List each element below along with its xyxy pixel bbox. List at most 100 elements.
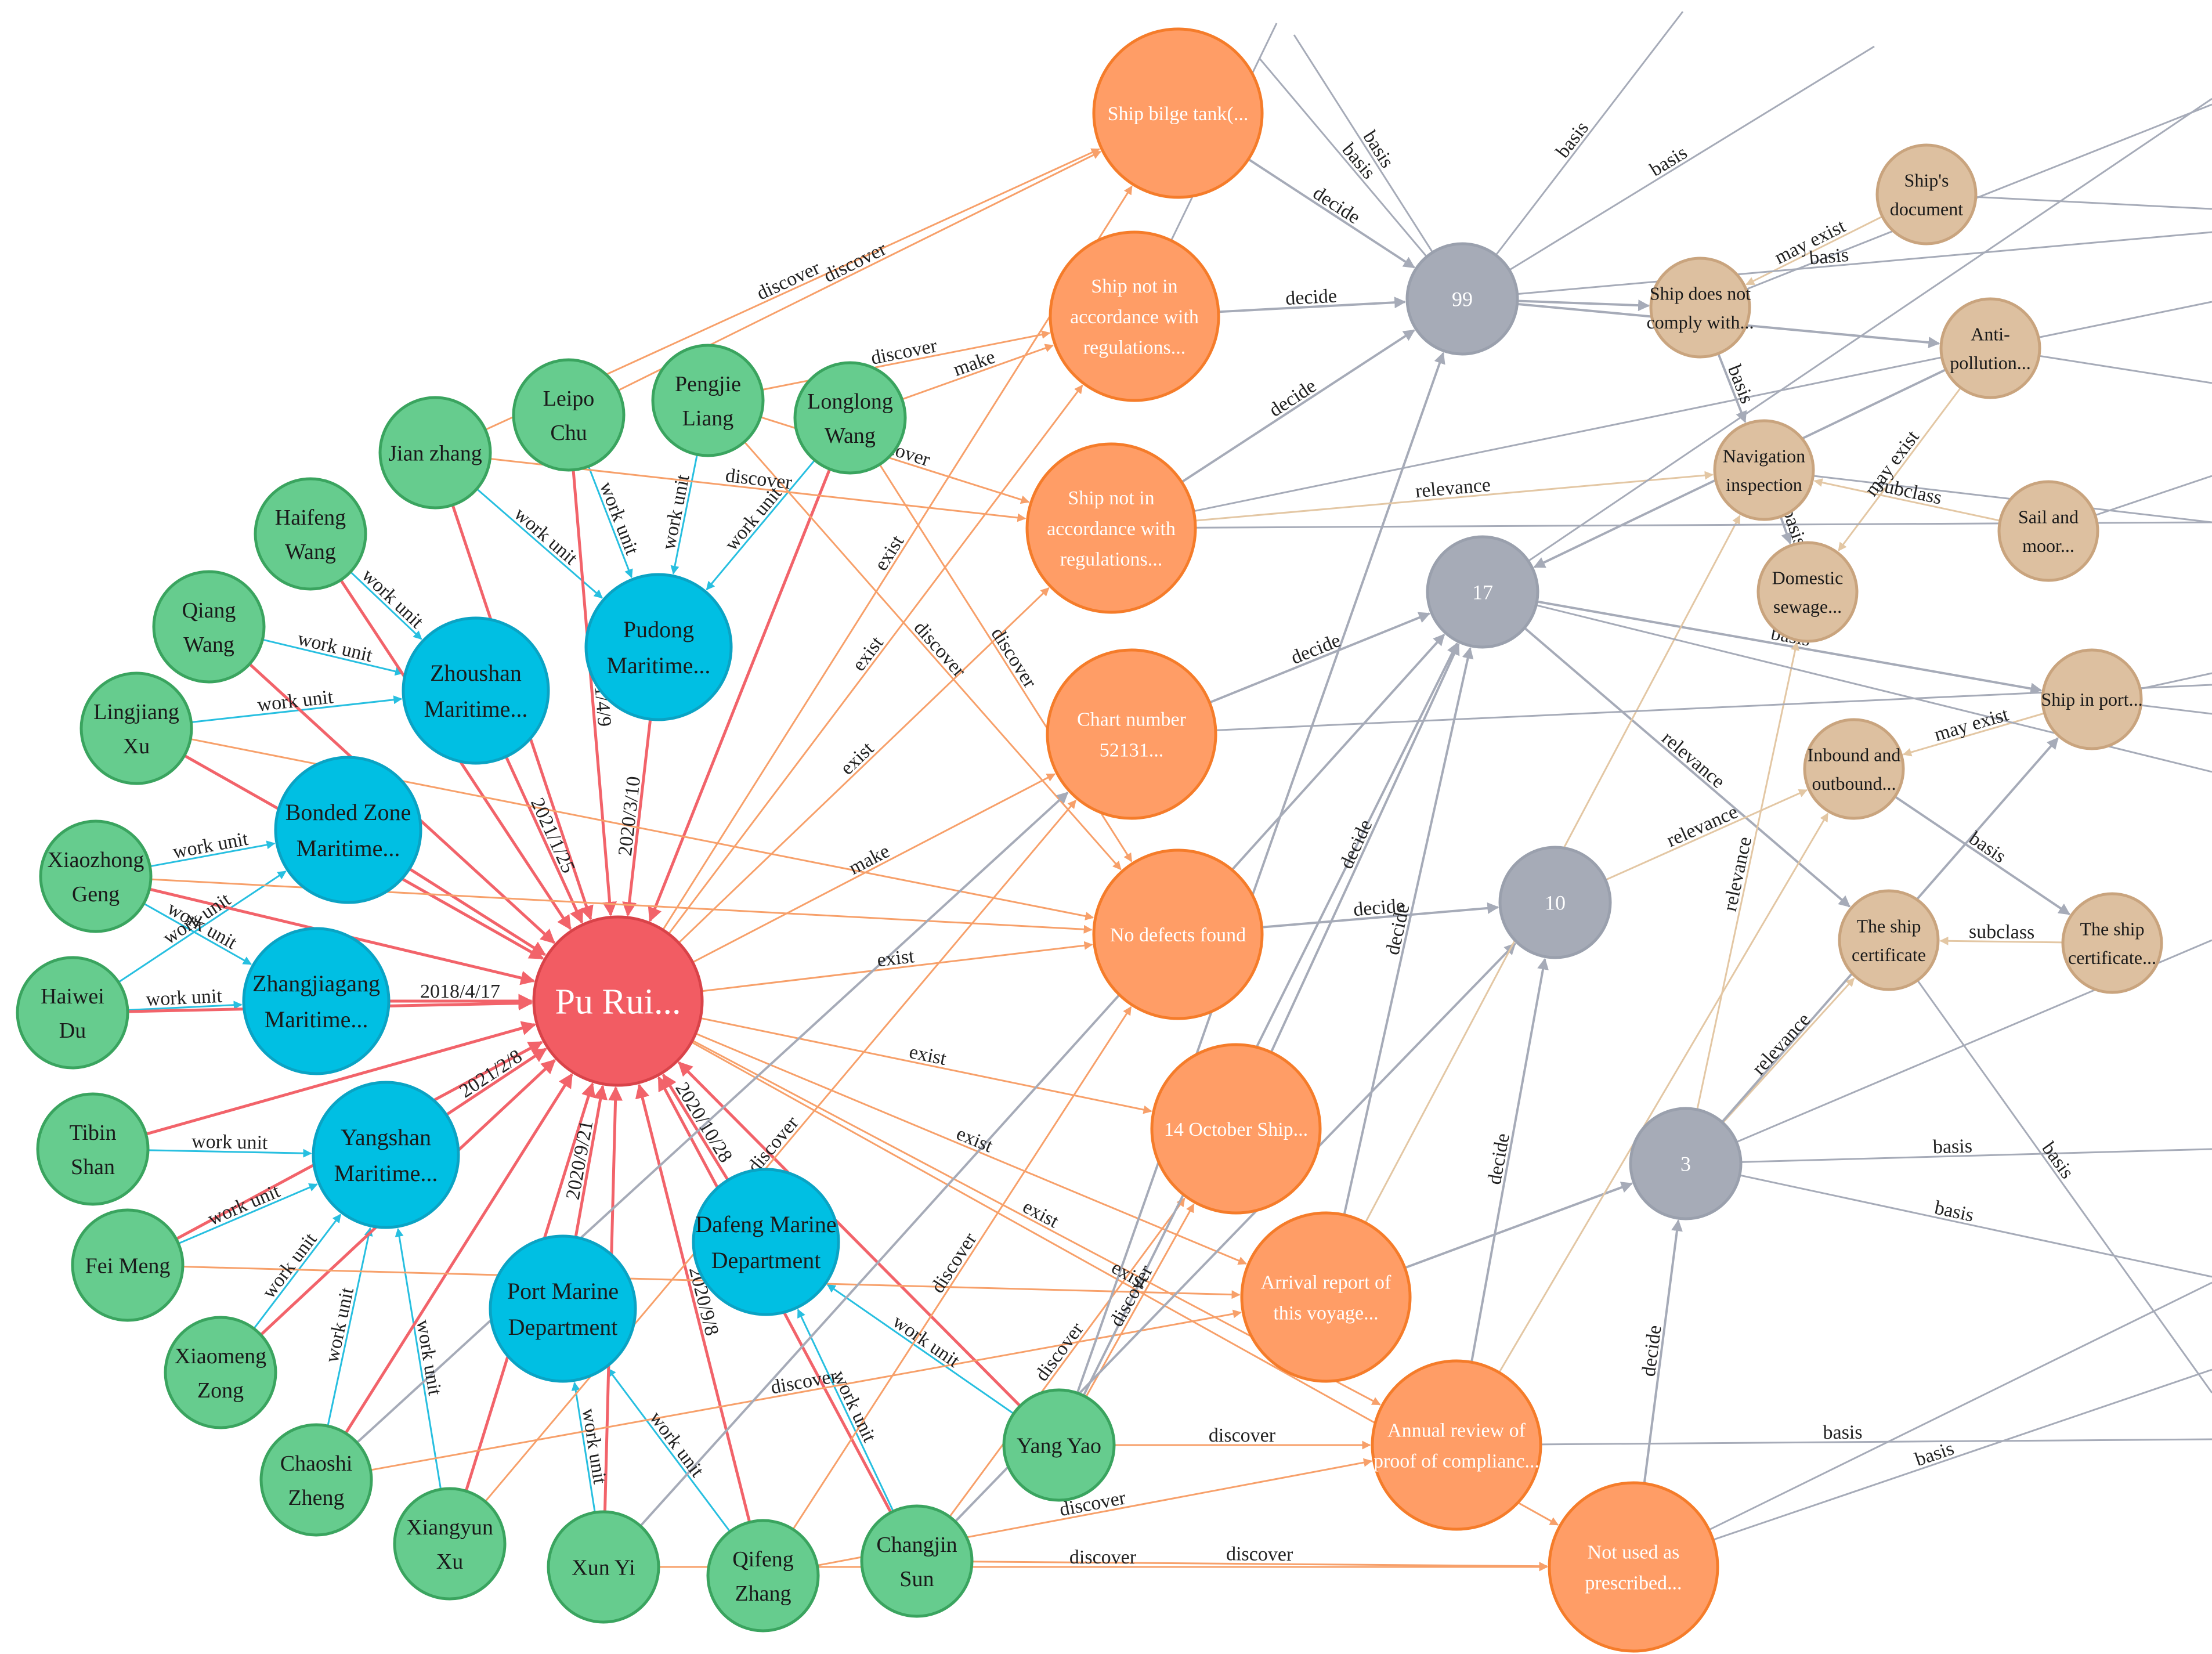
node-oct14[interactable]: 14 October Ship... [1150,1043,1322,1215]
edge-yangyao-to-oct14[interactable] [1085,1203,1195,1397]
edge-yangyao-to-dafeng[interactable] [826,1284,1014,1415]
edge-n3-outgoing[interactable] [1740,1148,2212,1163]
edge-longlong-to-pu_rui[interactable] [648,468,832,922]
node-xunyi[interactable]: Xun Yi [547,1510,660,1624]
org-node-circle[interactable] [692,1168,840,1316]
org-node-circle[interactable] [489,1234,637,1383]
event-node-circle[interactable] [1371,1359,1542,1531]
event-node-circle[interactable] [1092,27,1264,199]
edge-zhoushan-to-pu_rui[interactable] [504,756,584,924]
edge-bonded-to-pu_rui[interactable] [409,867,547,956]
person-node-circle[interactable] [393,1487,507,1601]
edge-changjin-to-oct14[interactable] [949,1197,1185,1518]
concept-node-circle[interactable] [1803,718,1905,820]
edge-chaoshi-to-pu_rui[interactable] [344,1072,573,1434]
node-zhoushan[interactable]: ZhoushanMaritime... [402,616,550,765]
person-node-circle[interactable] [706,1519,820,1633]
edge-annual-to-n10[interactable] [1470,958,1549,1363]
edge-longlong-to-pudong[interactable] [706,459,816,591]
edge-n17-outgoing[interactable] [1527,97,2212,562]
edge-longlong-to-notacc1[interactable] [901,344,1054,400]
edge-shipcert2-to-shipcert[interactable] [1939,936,2063,945]
edge-notcomply-to-navinsp[interactable] [1717,353,1747,424]
person-node-circle[interactable] [164,1316,277,1429]
edge-xiaozhong-to-bonded[interactable] [150,840,276,868]
edge-shipinport-outgoing[interactable] [2139,672,2212,690]
node-n17[interactable]: 17 [1426,535,1539,649]
node-yangshan[interactable]: YangshanMaritime... [312,1081,460,1229]
edge-port_marine-to-pu_rui[interactable] [574,1085,608,1238]
person-node-circle[interactable] [16,956,129,1070]
edge-tibin-to-yangshan[interactable] [147,1149,312,1158]
org-node-circle[interactable] [402,616,550,765]
org-node-circle[interactable] [312,1081,460,1229]
concept-node-circle[interactable] [2061,892,2163,994]
edge-tibin-to-pu_rui[interactable] [145,1021,536,1136]
event-node-circle[interactable] [1025,442,1197,614]
edge-notcomply-outgoing[interactable] [1745,103,2212,291]
edge-pu_rui-to-arrival[interactable] [695,1032,1247,1265]
edge-inbound-to-shipcert2[interactable] [1894,795,2070,915]
person-node-circle[interactable] [79,671,193,785]
stat-node-circle[interactable] [1426,535,1539,649]
node-inbound[interactable]: Inbound andoutbound... [1803,718,1905,820]
person-node-circle[interactable] [512,358,626,472]
edge-qifeng-to-pu_rui[interactable] [635,1084,751,1523]
edge-annual-outgoing[interactable] [1540,1438,2212,1446]
edge-haiwei-to-zhangjiagang[interactable] [127,1001,243,1011]
edge-pu_rui-to-nodefects[interactable] [701,941,1093,992]
edge-pu_rui-to-notacc2[interactable] [678,587,1050,944]
edge-changjin-to-dafeng[interactable] [797,1309,894,1512]
edge-bilge-to-n99[interactable] [1248,158,1415,269]
center-node-circle[interactable] [532,915,704,1087]
edge-pu_rui-to-chart[interactable] [692,773,1056,963]
edge-n99-outgoing[interactable] [1258,57,1427,258]
stat-node-circle[interactable] [1498,846,1612,959]
node-jianzhang[interactable]: Jian zhang [378,396,492,510]
edge-xunyi-to-port_marine[interactable] [571,1381,596,1513]
edge-shipinport-outgoing[interactable] [2141,704,2212,715]
person-node-circle[interactable] [259,1423,373,1537]
event-node-circle[interactable] [1046,648,1217,820]
edge-notacc1-to-n99[interactable] [1218,297,1407,313]
edge-xiangyun-to-chart[interactable] [485,799,1077,1503]
person-node-circle[interactable] [71,1208,185,1322]
org-node-circle[interactable] [242,927,391,1075]
edge-sailmoor-outgoing[interactable] [2095,475,2212,517]
edge-leipo-to-pu_rui[interactable] [572,470,617,917]
edge-n3-to-shipcert[interactable] [1722,977,1855,1124]
event-node-circle[interactable] [1049,230,1220,402]
person-node-circle[interactable] [860,1504,974,1618]
edge-xiaozhong-to-zhangjiagang[interactable] [143,902,252,965]
person-node-circle[interactable] [793,361,907,475]
edge-n3-outgoing[interactable] [1739,1174,2212,1278]
stat-node-circle[interactable] [1629,1107,1743,1220]
event-node-circle[interactable] [1092,848,1264,1020]
edge-n17-to-shipcert[interactable] [1523,627,1850,908]
node-bilge[interactable]: Ship bilge tank(... [1092,27,1264,199]
edge-notused-outgoing[interactable] [1712,1368,2212,1541]
edge-notacc2-to-navinsp[interactable] [1195,471,1714,522]
person-node-circle[interactable] [254,477,367,591]
edge-yangyao-to-pu_rui[interactable] [678,1061,1021,1407]
edge-nodefects-to-n10[interactable] [1262,902,1499,929]
edge-notacc2-outgoing[interactable] [1193,301,2212,512]
node-n3[interactable]: 3 [1629,1107,1743,1220]
edge-antipoll-outgoing[interactable] [2038,355,2212,384]
edge-pu_rui-to-notacc1[interactable] [668,384,1083,935]
edge-chart-to-n17[interactable] [1209,612,1431,704]
edge-n99-outgoing[interactable] [1517,231,2212,295]
